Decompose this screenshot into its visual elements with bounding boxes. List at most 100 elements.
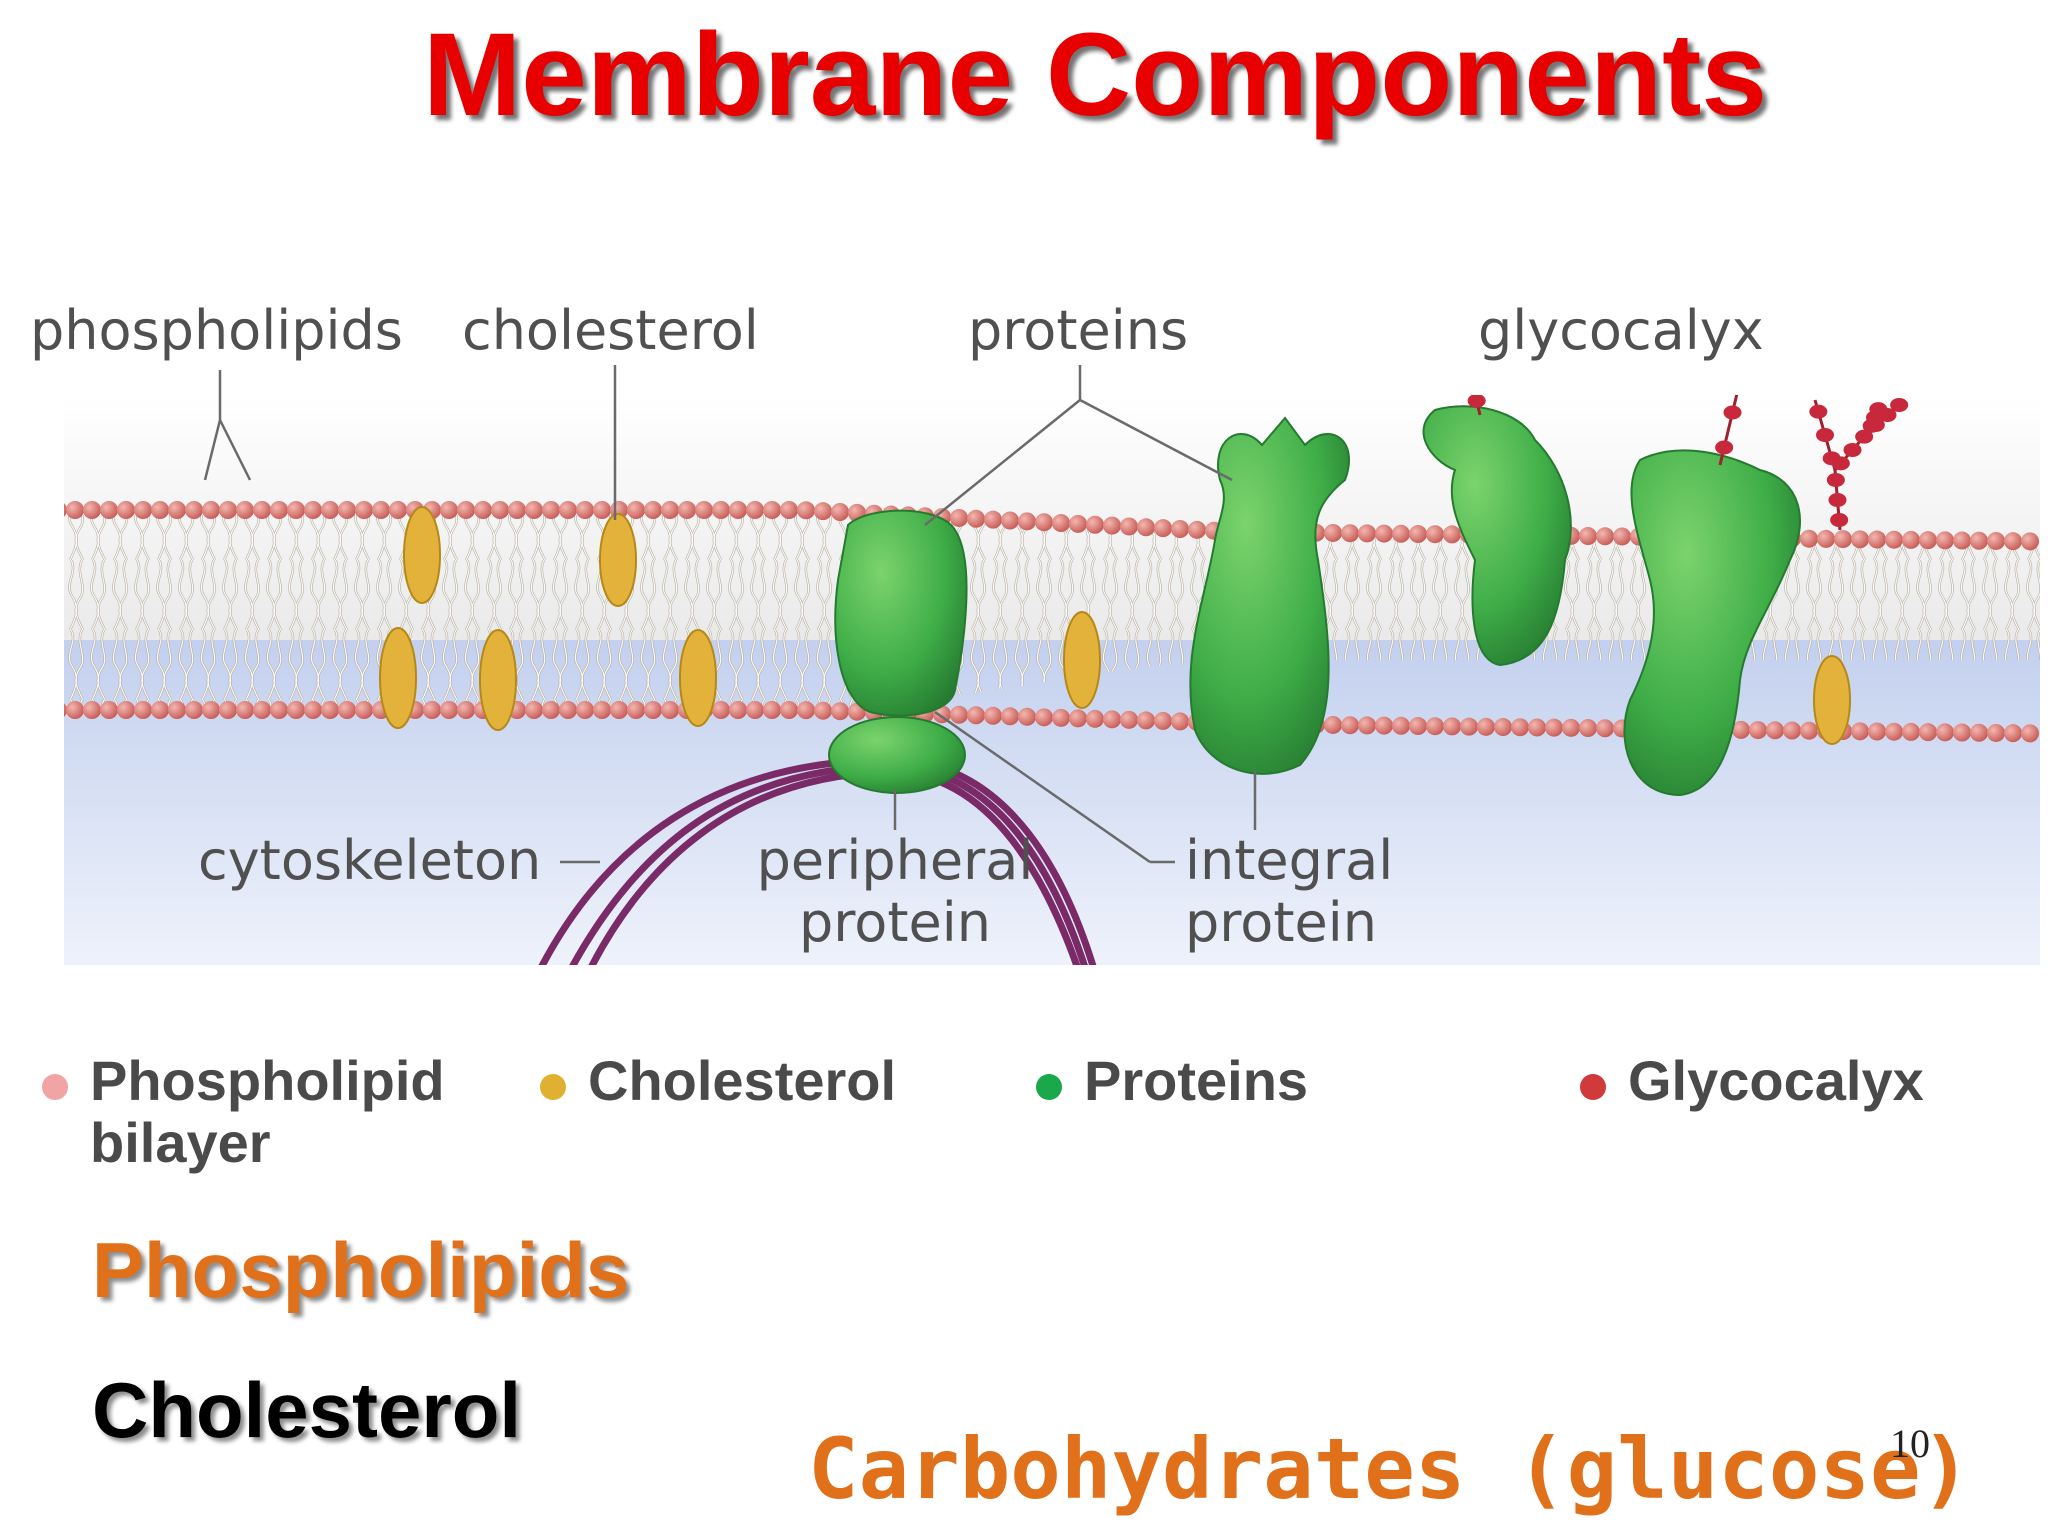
sugar-unit [1746, 251, 1764, 265]
phospholipid-head [559, 501, 577, 519]
phospholipid-head [440, 501, 458, 519]
legend-glycocalyx: Glycocalyx [1580, 1050, 1924, 1112]
phospholipid-head [287, 701, 305, 719]
phospholipid-head [64, 703, 67, 717]
phospholipid-head [831, 702, 849, 721]
phospholipid-head [1885, 722, 1903, 741]
phospholipid-head [1953, 531, 1971, 550]
phospholipid-head [593, 501, 611, 519]
phospholipid-head [491, 501, 509, 519]
phospholipid-head [1970, 723, 1988, 742]
phospholipid-head [66, 501, 84, 519]
label-cholesterol: cholesterol [462, 299, 759, 362]
phospholipid-head [338, 501, 356, 519]
phospholipid-head [389, 501, 407, 519]
phospholipid-head [1596, 719, 1614, 738]
legend-phospholipid-bilayer: Phospholipid bilayer [42, 1050, 445, 1174]
sugar-unit [1843, 443, 1862, 457]
label-peripheral-line1: peripheral [756, 829, 1034, 892]
phospholipid-head [1086, 515, 1104, 534]
phospholipid-head [100, 501, 118, 519]
phospholipid-head [984, 706, 1002, 725]
phospholipid-head [1987, 531, 2005, 550]
phospholipid-head [1103, 710, 1121, 729]
phospholipid-head [1426, 717, 1444, 736]
phospholipid-head [950, 705, 968, 724]
phospholipid-head [1851, 722, 1869, 741]
phospholipid-head [355, 501, 373, 519]
sugar-unit [1890, 398, 1909, 412]
phospholipid-head [661, 701, 679, 719]
phospholipid-head [814, 701, 832, 720]
phospholipid-head [1171, 520, 1189, 538]
phospholipid-head [1426, 525, 1444, 544]
phospholipid-head [1800, 529, 1818, 548]
label-phospholipids: phospholipids [30, 299, 403, 362]
phospholipid-head [1392, 716, 1410, 735]
phospholipid-head [729, 701, 747, 719]
phospholipid-head [457, 701, 475, 719]
phospholipid-head [1494, 718, 1512, 737]
phospholipid-head [1902, 530, 1920, 549]
sugar-unit [1860, 271, 1878, 285]
phospholipid-head [1443, 717, 1461, 736]
sugar-unit [1559, 226, 1577, 240]
phospholipid-head [729, 501, 747, 519]
sugar-unit [1828, 493, 1847, 507]
phospholipid-head [1783, 721, 1801, 740]
phospholipid-head [423, 701, 441, 719]
sugar-unit [1534, 251, 1552, 265]
glycoprotein [1422, 405, 1572, 667]
phospholipid-head [780, 701, 798, 719]
phospholipid-head [1375, 716, 1393, 735]
sugar-unit [1781, 266, 1799, 280]
phospholipid-head [1749, 721, 1767, 740]
phospholipid-head [185, 501, 203, 519]
phospholipid-head [304, 501, 322, 519]
sugar-unit [1844, 218, 1862, 232]
phospholipid-head [525, 701, 543, 719]
sugar-unit [1444, 283, 1462, 297]
phospholipid-head [1035, 708, 1053, 727]
phospholipid-head [151, 501, 169, 519]
glycoprotein [1623, 449, 1801, 797]
phospholipid-head [1834, 530, 1852, 549]
peripheral-protein-base [828, 716, 966, 794]
phospholipid-head [83, 701, 101, 719]
phospholipid-head [83, 501, 101, 519]
phospholipid-head [287, 501, 305, 519]
sugar-unit [1529, 238, 1547, 252]
cholesterol-molecule [379, 627, 417, 729]
phospholipid-head [576, 501, 594, 519]
phospholipid-head [1188, 520, 1206, 539]
phospholipid-head [1817, 529, 1835, 548]
phospholipid-head [763, 501, 781, 519]
phospholipid-head [1868, 722, 1886, 741]
phospholipid-head [1341, 716, 1359, 735]
sugar-unit [1723, 405, 1742, 420]
phospholipid-head [1324, 715, 1342, 734]
phospholipid-head [814, 502, 832, 521]
phospholipid-head [1392, 524, 1410, 543]
phospholipid-head [1545, 718, 1563, 737]
phospholipid-head [440, 701, 458, 719]
phospholipid-head [2021, 532, 2039, 551]
sugar-unit [1869, 402, 1888, 417]
sugar-unit [1809, 404, 1828, 419]
sugar-unit [1523, 258, 1541, 272]
phospholipid-head [627, 501, 645, 519]
phospholipid-head [967, 509, 985, 528]
phospholipid-head [1069, 514, 1087, 533]
phospholipid-head [64, 503, 67, 517]
sugar-unit [1584, 201, 1602, 215]
phospholipid-head [1477, 717, 1495, 736]
phospholipid-head [1800, 721, 1818, 740]
phospholipid-head [1596, 527, 1614, 546]
sugar-unit [1852, 208, 1870, 222]
sugar-unit [1801, 253, 1819, 267]
sugar-unit [1831, 456, 1850, 471]
cholesterol-molecule [679, 629, 717, 727]
phospholipid-head [1171, 712, 1189, 731]
sugar-unit [1837, 241, 1855, 255]
phospholipid-head [1579, 719, 1597, 738]
